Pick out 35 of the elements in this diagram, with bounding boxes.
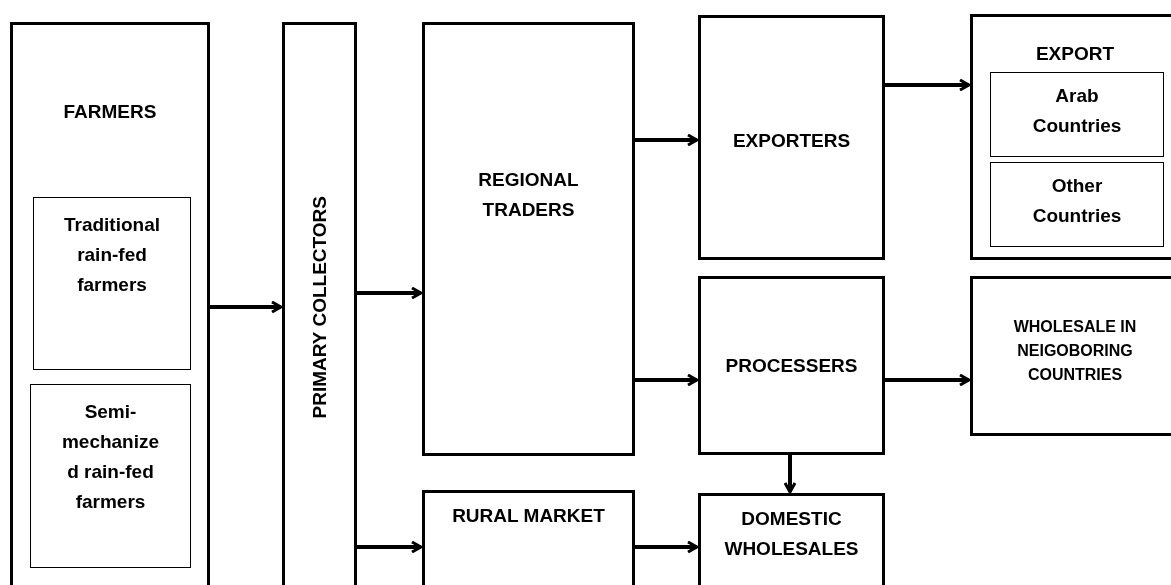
arrow xyxy=(210,300,283,314)
stage-label: DOMESTIC WHOLESALES xyxy=(723,507,860,561)
stage-label: Arab Countries xyxy=(1031,84,1123,138)
arrow xyxy=(783,455,797,494)
stage-label: FARMERS xyxy=(62,100,158,124)
arrow xyxy=(635,373,699,387)
arrow xyxy=(357,540,423,554)
arrow xyxy=(635,540,699,554)
stage-label: PRIMARY COLLECTORS xyxy=(308,195,331,419)
stage-box xyxy=(422,490,635,585)
category-box xyxy=(990,162,1164,247)
stage-box xyxy=(970,14,1171,260)
stage-box xyxy=(422,22,635,456)
stage-box xyxy=(970,276,1171,436)
stage-label: Other Countries xyxy=(1031,174,1123,228)
stage-box xyxy=(282,22,357,585)
stage-label: WHOLESALE IN NEIGOBORING COUNTRIES xyxy=(1012,317,1138,385)
stage-box xyxy=(698,276,885,455)
arrow xyxy=(885,78,971,92)
category-box xyxy=(33,197,191,370)
arrow xyxy=(885,373,971,387)
stage-label: EXPORT xyxy=(1034,42,1116,66)
stage-label: PROCESSERS xyxy=(724,354,859,378)
stage-label: Traditional rain-fed farmers xyxy=(62,213,162,297)
stage-label: EXPORTERS xyxy=(731,129,852,153)
stage-box xyxy=(698,15,885,260)
category-box xyxy=(990,72,1164,157)
stage-box xyxy=(10,22,210,585)
arrow xyxy=(357,286,423,300)
stage-label: REGIONAL TRADERS xyxy=(477,168,580,222)
stage-box xyxy=(698,493,885,585)
stage-label: RURAL MARKET xyxy=(451,504,606,528)
arrow xyxy=(635,133,699,147)
stage-label: Semi-mechanize d rain-fed farmers xyxy=(60,400,161,514)
category-box xyxy=(30,384,191,568)
